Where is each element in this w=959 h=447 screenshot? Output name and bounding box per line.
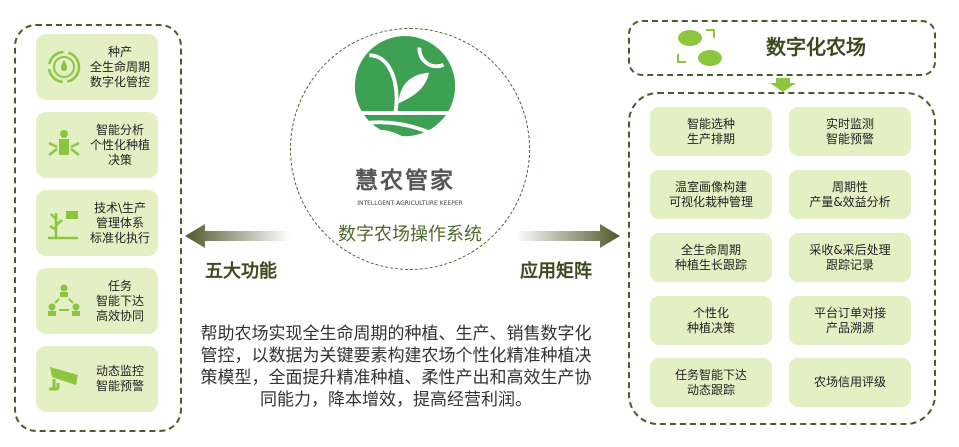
function-label: 种产 全生命周期 数字化管控	[89, 44, 150, 89]
right-arrow	[515, 224, 620, 248]
center-circle	[290, 28, 530, 270]
application-card: 周期性 产量&效益分析	[789, 170, 911, 219]
down-arrow	[770, 78, 796, 92]
logo-name: 慧农管家	[355, 168, 455, 194]
function-card: 技术\生产 管理体系 标准化执行	[36, 190, 158, 256]
function-card: 任务 智能下达 高效协同	[36, 268, 158, 334]
five-functions-panel	[14, 24, 182, 432]
application-card: 任务智能下达 动态跟踪	[650, 358, 772, 407]
description: 帮助农场实现全生命周期的种植、生产、销售数字化管控，以数据为关键要素构建农场个性…	[200, 324, 592, 410]
function-label: 任务 智能下达 高效协同	[95, 278, 144, 323]
application-card: 实时监测 智能预警	[789, 107, 911, 156]
function-label: 智能分析 个性化种植 决策	[89, 122, 150, 167]
cloud-sync-icon	[677, 29, 722, 66]
plant-chart-icon	[48, 211, 78, 240]
person-arrows-icon	[48, 130, 80, 156]
five-functions-label: 五大功能	[205, 261, 277, 282]
function-card: 动态监控 智能预警	[36, 346, 158, 412]
logo-subtitle: INTELLGENT AGRICULTURE KEEPER	[357, 200, 463, 207]
system-title: 数字农场操作系统	[338, 224, 482, 245]
application-card: 采收&采后处理 跟踪记录	[789, 233, 911, 282]
water-cycle-icon	[47, 50, 81, 84]
application-matrix-panel	[628, 92, 936, 425]
digital-farm-title: 数字化农场	[766, 35, 866, 59]
application-card: 全生命周期 种植生长跟踪	[650, 233, 772, 282]
function-label: 技术\生产 管理体系 标准化执行	[89, 200, 150, 245]
function-card: 智能分析 个性化种植 决策	[36, 112, 158, 178]
application-card: 平台订单对接 产品溯源	[789, 296, 911, 345]
application-card: 农场信用评级	[789, 358, 911, 407]
application-card: 个性化 种植决策	[650, 296, 772, 345]
application-card: 智能选种 生产排期	[650, 107, 772, 156]
application-card: 温室画像构建 可视化栽种管理	[650, 170, 772, 219]
application-matrix-label: 应用矩阵	[520, 261, 592, 282]
function-label: 动态监控 智能预警	[95, 364, 144, 393]
camera-icon	[49, 367, 78, 391]
digital-farm-header-box	[628, 20, 936, 76]
function-card: 种产 全生命周期 数字化管控	[36, 34, 158, 100]
left-arrow	[185, 224, 290, 248]
logo-icon	[354, 36, 456, 142]
team-hierarchy-icon	[48, 284, 80, 316]
